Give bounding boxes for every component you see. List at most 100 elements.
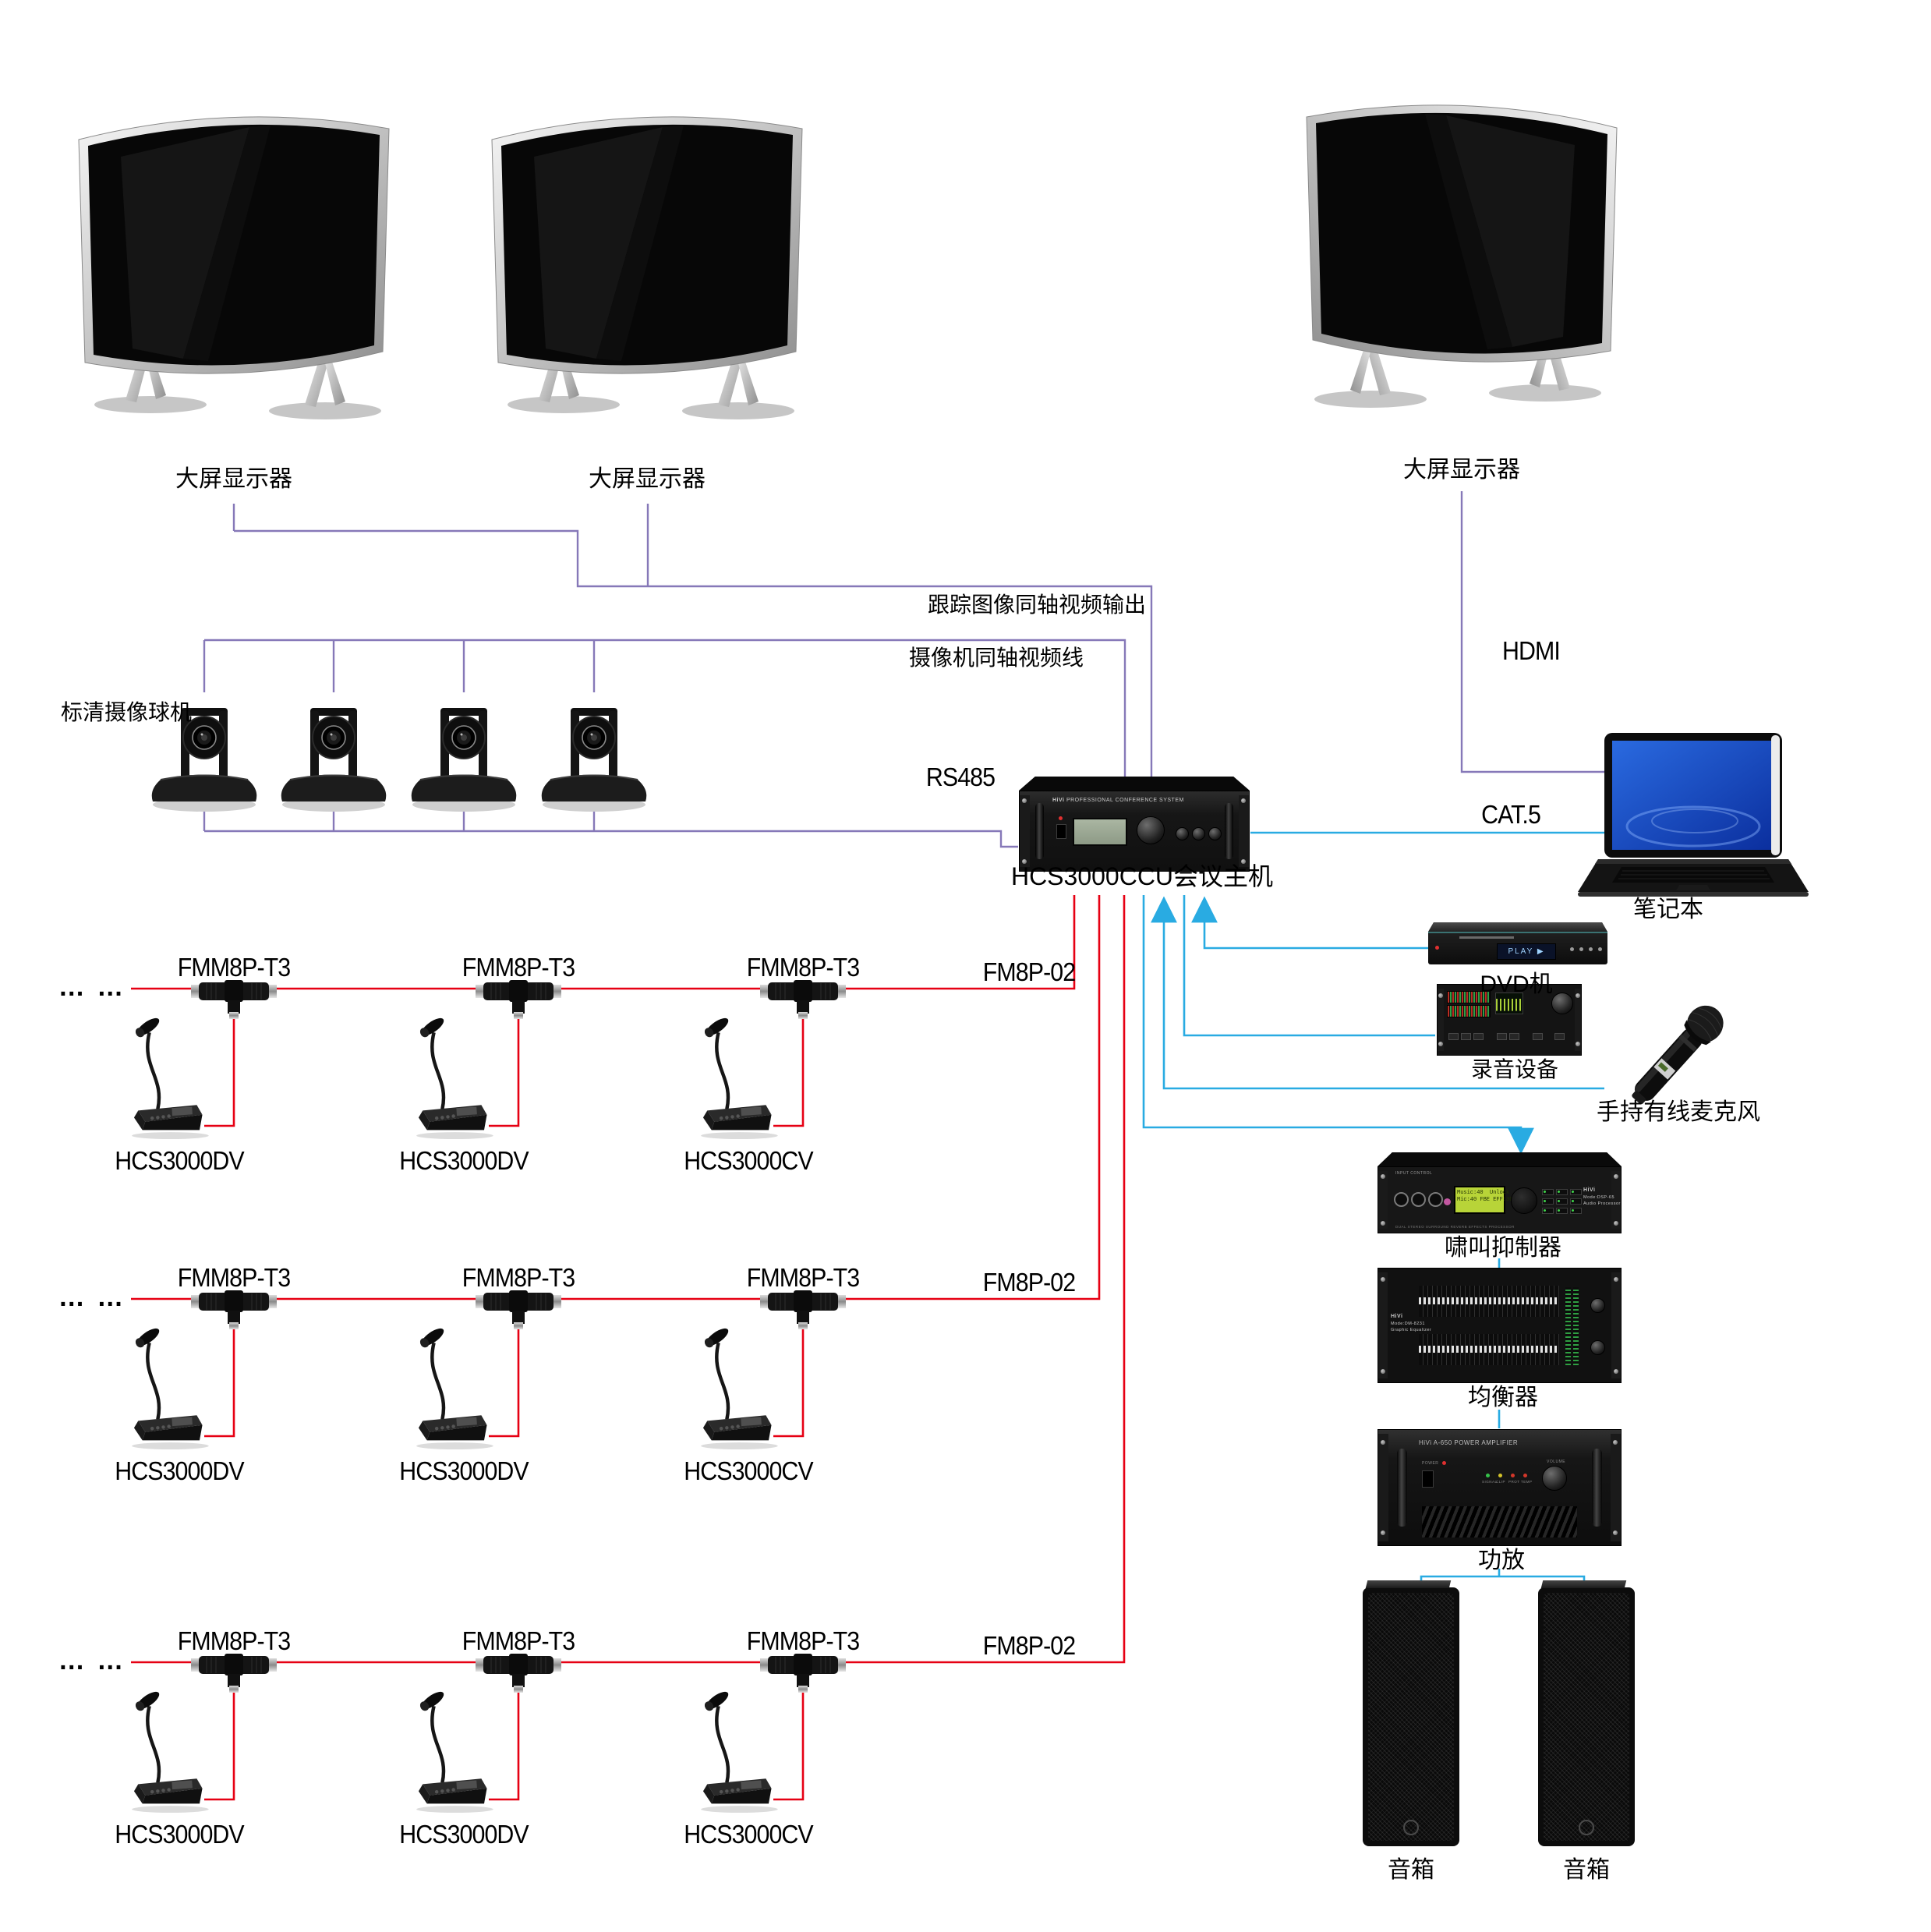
rack-ear [1438,989,1444,1051]
row2-bus-label: FM8P-02 [982,1268,1076,1297]
suppressor-select-knob [1511,1187,1537,1214]
rack-ear [1378,1171,1388,1229]
row3-bus-label: FM8P-02 [982,1631,1076,1660]
t-connector-label: FMM8P-T3 [746,1263,860,1292]
ptz-camera-4 [532,692,656,813]
feedback-suppressor: INPUT CONTROL Music:40 Unlock Mic:40 FBE… [1378,1152,1622,1233]
amp-vents [1422,1506,1577,1537]
eq-type: Graphic Equalizer [1391,1328,1432,1332]
recorder-jog-knob [1551,993,1573,1014]
rack-ear [1611,1171,1621,1229]
equalizer-label: 均衡器 [1468,1385,1538,1410]
laptop-label: 笔记本 [1633,897,1703,922]
rack-handle [1592,1449,1602,1527]
recording-device [1437,984,1582,1056]
mic-model-label: HCS3000DV [115,1456,244,1485]
amp-volume-label: VOLUME [1547,1460,1566,1464]
eq-gain-knob [1590,1298,1605,1313]
cable-suppressor-out [1142,895,1534,1155]
ccu-label: HCS3000CCU会议主机 [1010,862,1274,890]
xlr-input [1411,1192,1426,1207]
suppressor-strip-text: DUAL STEREO SURROUND REVERB EFFECTS PROC… [1395,1225,1515,1229]
mic-unit-r1c1: FMM8P-T3 HCS3000DV [115,953,347,1180]
display-3-label: 大屏显示器 [1403,457,1520,483]
dvd-display: PLAY ▶ [1497,943,1556,960]
ptz-camera-2 [271,692,396,813]
eq-brand: HiVi [1391,1314,1403,1319]
t-connector-label: FMM8P-T3 [462,1263,575,1292]
eq-meter [1565,1287,1571,1365]
t-connector-label: FMM8P-T3 [746,953,860,982]
row2-ellipsis: … … [58,1283,126,1312]
ccu-knob [1176,827,1189,840]
row1-ellipsis: … … [58,972,126,1002]
rack-ear [1378,1272,1388,1378]
mic-bus-row1 [131,895,1076,990]
cable-recorder-out [1183,895,1435,1037]
rack-ear [1611,1272,1621,1378]
suppressor-label: 啸叫抑制器 [1445,1235,1561,1261]
mic-model-label: HCS3000CV [684,1456,813,1485]
mic-drop [773,1327,805,1438]
mic-drop [204,1327,235,1438]
dvd-player: PLAY ▶ [1428,922,1607,971]
ccu-main-unit: HiVi PROFESSIONAL CONFERENCE SYSTEM [1019,777,1250,875]
cable-camera-top-stubs [203,640,596,692]
ccu-power-switch [1056,824,1066,839]
mic-unit-r3c3: FMM8P-T3 HCS3000CV [684,1626,916,1854]
suppressor-section-label: INPUT CONTROL [1395,1171,1433,1176]
rack-ear [1378,1434,1388,1541]
mic-model-label: HCS3000DV [115,1146,244,1175]
display-1 [66,90,401,437]
mic-unit-r2c3: FMM8P-T3 HCS3000CV [684,1263,916,1491]
camera-group-label: 标清摄像球机 [60,700,193,724]
cable-handheld-in [1151,896,1604,1090]
gooseneck-mic-graphic [696,1007,815,1140]
amp-panel-text: HiVi A-650 POWER AMPLIFIER [1419,1439,1519,1446]
eq-meter [1573,1287,1579,1365]
level-meters [1447,1005,1491,1017]
ptz-camera-3 [401,692,526,813]
amp-led-label: TEMP [1521,1480,1533,1484]
t-connector-label: FMM8P-T3 [177,1626,291,1655]
mic-bus-row2 [131,895,1101,1300]
speaker-left [1363,1587,1459,1846]
power-amplifier: HiVi A-650 POWER AMPLIFIER POWER SIGNAL … [1378,1429,1622,1546]
display-3 [1294,78,1629,425]
amp-led-label: CLIP [1496,1480,1506,1484]
level-meters [1447,991,1491,1003]
gooseneck-mic-graphic [696,1318,815,1450]
t-connector-label: FMM8P-T3 [746,1626,860,1655]
speaker-grille [1544,1593,1629,1841]
t-connector-label: FMM8P-T3 [462,953,575,982]
suppressor-top-face [1378,1152,1622,1166]
mic-unit-r3c2: FMM8P-T3 HCS3000DV [399,1626,631,1854]
t-connector-label: FMM8P-T3 [177,1263,291,1292]
mic-drop [773,1017,805,1127]
mic-bus-row3 [131,895,1126,1664]
gooseneck-mic-graphic [412,1681,530,1813]
suppressor-lcd: Music:40 Unlock Mic:40 FBE EFF:30 [1454,1186,1512,1214]
eq-sliders-ch1 [1419,1286,1559,1317]
mic-drop [489,1327,520,1438]
label-tracking-video: 跟踪图像同轴视频输出 [927,593,1147,617]
mic-drop [489,1690,520,1801]
mic-unit-r3c1: FMM8P-T3 HCS3000DV [115,1626,347,1854]
mic-unit-r2c2: FMM8P-T3 HCS3000DV [399,1263,631,1491]
xlr-input [1428,1192,1443,1207]
speaker-logo [1579,1820,1594,1835]
cable-hdmi [1460,491,1607,773]
eq-sliders-ch2 [1419,1334,1559,1365]
row3-ellipsis: … … [58,1646,126,1675]
rack-handle [1225,803,1233,859]
speaker-grille [1368,1593,1454,1841]
display-1-label: 大屏显示器 [175,466,292,492]
gooseneck-mic-graphic [412,1318,530,1450]
ccu-panel-text: PROFESSIONAL CONFERENCE SYSTEM [1066,798,1184,803]
mic-model-label: HCS3000DV [399,1820,529,1849]
gooseneck-mic-graphic [127,1681,246,1813]
eq-gain-knob [1590,1340,1605,1355]
rack-ear [1611,1434,1621,1541]
row1-bus-label: FM8P-02 [982,957,1076,986]
ccu-brand: HiVi [1052,798,1065,803]
